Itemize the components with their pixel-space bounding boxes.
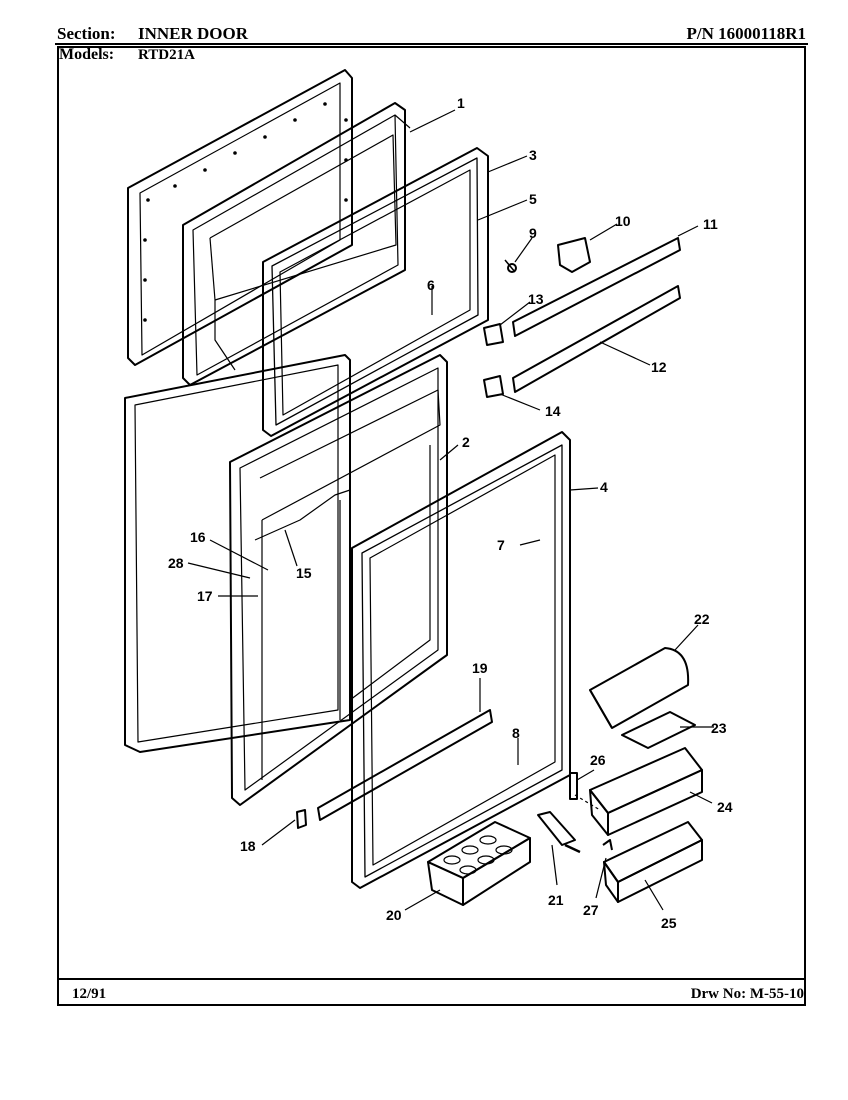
callout-25: 25 bbox=[661, 915, 677, 931]
callout-6: 6 bbox=[427, 277, 435, 293]
egg-tray bbox=[427, 821, 531, 906]
callout-7: 7 bbox=[497, 537, 505, 553]
callout-10: 10 bbox=[615, 213, 631, 229]
callout-2: 2 bbox=[462, 434, 470, 450]
callout-13: 13 bbox=[528, 291, 544, 307]
drawing-frame bbox=[57, 46, 806, 980]
shelf-retainer-strip bbox=[317, 709, 493, 821]
callout-20: 20 bbox=[386, 907, 402, 923]
callout-8: 8 bbox=[512, 725, 520, 741]
models-value: RTD21A bbox=[138, 47, 195, 63]
callout-22: 22 bbox=[694, 611, 710, 627]
door-bin-lower bbox=[603, 821, 703, 903]
small-clip-27 bbox=[602, 839, 613, 851]
fresh-food-door-panel bbox=[124, 354, 351, 753]
callout-12: 12 bbox=[651, 359, 667, 375]
footer-frame bbox=[57, 980, 806, 1006]
callout-9: 9 bbox=[529, 225, 537, 241]
callout-19: 19 bbox=[472, 660, 488, 676]
small-clip-26 bbox=[569, 772, 578, 800]
callout-23: 23 bbox=[711, 720, 727, 736]
door-bin-upper bbox=[589, 747, 703, 836]
end-cap-upper bbox=[483, 323, 504, 346]
callout-18: 18 bbox=[240, 838, 256, 854]
screw-part bbox=[504, 259, 517, 273]
trim-strip-upper bbox=[512, 237, 681, 337]
callout-17: 17 bbox=[197, 588, 213, 604]
fresh-food-door-gasket bbox=[351, 431, 571, 889]
part-number: P/N 16000118R1 bbox=[686, 24, 806, 43]
callout-26: 26 bbox=[590, 752, 606, 768]
callout-3: 3 bbox=[529, 147, 537, 163]
bin-bracket bbox=[537, 811, 581, 854]
callout-5: 5 bbox=[529, 191, 537, 207]
bracket-part bbox=[557, 237, 591, 273]
header-rule bbox=[55, 43, 808, 45]
callout-21: 21 bbox=[548, 892, 564, 908]
models-label: Models: bbox=[59, 46, 115, 63]
section-value: INNER DOOR bbox=[138, 24, 249, 43]
clip-part bbox=[296, 809, 307, 829]
freezer-inner-liner bbox=[182, 102, 411, 386]
end-cap-lower bbox=[483, 375, 504, 398]
callout-11: 11 bbox=[703, 216, 718, 232]
fresh-food-inner-liner bbox=[229, 354, 448, 806]
freezer-door-gasket bbox=[262, 147, 489, 437]
trim-strip-lower bbox=[512, 285, 681, 393]
callout-16: 16 bbox=[190, 529, 206, 545]
callout-14: 14 bbox=[545, 403, 561, 419]
footer-date: 12/91 bbox=[72, 986, 107, 1002]
drawing-number: Drw No: M-55-10 bbox=[690, 986, 804, 1002]
callout-28: 28 bbox=[168, 555, 184, 571]
callout-1: 1 bbox=[457, 95, 465, 111]
callout-24: 24 bbox=[717, 799, 733, 815]
freezer-door-panel bbox=[127, 69, 353, 366]
callout-4: 4 bbox=[600, 479, 608, 495]
callout-27: 27 bbox=[583, 902, 599, 918]
callout-15: 15 bbox=[296, 565, 312, 581]
dairy-door bbox=[621, 711, 696, 749]
section-label: Section: bbox=[57, 24, 116, 43]
dairy-compartment bbox=[589, 647, 690, 729]
